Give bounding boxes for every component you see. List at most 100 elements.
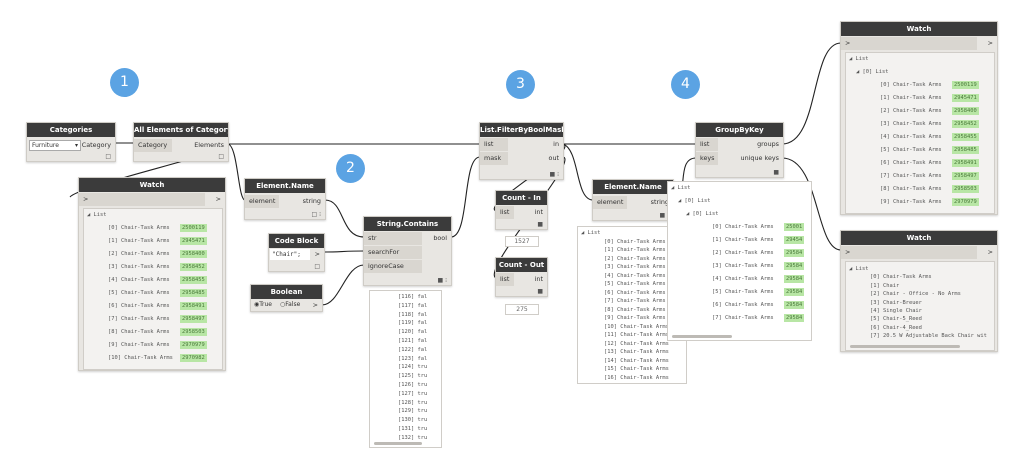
list-item: [6] Chair-4_Reed — [870, 324, 922, 331]
list-item: [7] Chair-Task Arms — [880, 173, 942, 179]
sublist-label: ◢ [0] List — [686, 211, 719, 217]
element-id-badge: 2958497 — [952, 172, 979, 180]
sublist-label: ◢ [0] List — [856, 69, 889, 75]
output-port-int[interactable]: int — [534, 275, 543, 283]
step-badge-2: 2 — [336, 154, 365, 183]
count-out-value: 275 — [505, 304, 539, 315]
element-id-badge: 2958485 — [180, 289, 207, 297]
input-port-list[interactable]: list — [480, 138, 508, 151]
watch-output-list[interactable]: ◢ List[0] Chair-Task Arms[1] Chair[2] Ch… — [845, 261, 995, 351]
wire — [324, 199, 365, 238]
list-item: [11] Chair-Task Arms — [604, 332, 669, 338]
element-id-badge: 2958452 — [180, 263, 207, 271]
input-port-keys[interactable]: keys — [696, 152, 718, 165]
node-title: All Elements of Category — [134, 123, 228, 137]
input-port-list[interactable]: list — [496, 206, 514, 219]
list-item: [5] Chair-Task Arms — [880, 147, 942, 153]
list-item: [7] 20.5 W Adjustable Back Chair wit — [870, 333, 987, 340]
count-out-node[interactable]: Count - Out list int ■ — [495, 257, 548, 297]
element-id-badge: 2958455 — [180, 276, 207, 284]
preview-icon: □ — [218, 153, 224, 160]
code-block-node[interactable]: Code Block "Chair"; > □ — [268, 233, 325, 272]
input-port-searchfor[interactable]: searchFor — [364, 246, 422, 259]
input-port-category[interactable]: Category — [134, 139, 172, 152]
list-item: [4] Chair-Task Arms — [604, 272, 666, 279]
element-id-badge: 29584 — [784, 288, 805, 296]
node-title: Element.Name — [245, 179, 325, 193]
input-port[interactable]: > — [841, 246, 977, 259]
input-port-ignorecase[interactable]: ignoreCase — [364, 260, 422, 273]
code-editor[interactable]: "Chair"; — [270, 249, 310, 260]
watch-node-3[interactable]: Watch > > ◢ List[0] Chair-Task Arms[1] C… — [840, 230, 998, 352]
string-contains-preview[interactable]: [116] fal[117] fal[118] fal[119] fal[120… — [369, 290, 442, 448]
list-item: [125] tru — [398, 373, 428, 380]
output-port[interactable]: > — [987, 39, 993, 47]
group-by-key-node[interactable]: GroupByKey list keys groups unique keys … — [695, 122, 784, 178]
element-name-node-1[interactable]: Element.Name element string □ ⁝ — [244, 178, 326, 220]
list-item: [126] tru — [398, 382, 428, 388]
scrollbar — [374, 442, 422, 445]
input-port-list[interactable]: list — [496, 273, 514, 286]
input-port-str[interactable]: str — [364, 232, 422, 245]
category-dropdown[interactable]: Furniture▾ — [29, 140, 81, 151]
list-item: [5] Chair-Task Arms — [108, 290, 170, 296]
output-port-category[interactable]: Category — [81, 141, 111, 149]
categories-node[interactable]: Categories Furniture▾ Category □ — [26, 122, 116, 162]
input-port-element[interactable]: element — [593, 196, 627, 209]
output-port-elements[interactable]: Elements — [194, 141, 224, 149]
output-port-out[interactable]: out — [548, 154, 559, 162]
node-title: Code Block — [269, 234, 324, 248]
input-port[interactable]: > — [79, 193, 205, 206]
output-port-string[interactable]: string — [302, 197, 321, 205]
list-item: [5] Chair-5_Reed — [870, 316, 922, 323]
element-id-badge: 2958400 — [180, 250, 207, 258]
node-title: Count - Out — [496, 258, 547, 272]
output-port-bool[interactable]: bool — [433, 234, 447, 242]
output-port-groups[interactable]: groups — [757, 140, 779, 148]
output-port[interactable]: > — [215, 195, 221, 203]
output-port[interactable]: > — [312, 301, 318, 309]
list-item: [4] Chair-Task Arms — [880, 134, 942, 140]
group-by-key-preview[interactable]: ◢ List◢ [0] List◢ [0] List[0] Chair-Task… — [667, 181, 812, 341]
count-in-node[interactable]: Count - In list int ■ — [495, 190, 548, 230]
element-id-badge: 2958452 — [952, 120, 979, 128]
all-elements-node[interactable]: All Elements of Category Category Elemen… — [133, 122, 229, 162]
scrollbar — [672, 335, 732, 338]
element-name-node-2[interactable]: Element.Name element string ■ ⁝ — [592, 179, 674, 221]
list-item: [131] tru — [398, 426, 428, 432]
input-port-list[interactable]: list — [696, 138, 718, 151]
input-port[interactable]: > — [841, 37, 977, 50]
output-port[interactable]: > — [987, 248, 993, 256]
radio-true-label: True — [259, 301, 272, 308]
boolean-node[interactable]: Boolean ◉True ○False > — [250, 284, 323, 312]
input-port-mask[interactable]: mask — [480, 152, 508, 165]
radio-true[interactable]: ◉True — [254, 301, 272, 308]
list-item: [0] Chair-Task Arms — [604, 238, 666, 245]
filter-by-bool-mask-node[interactable]: List.FilterByBoolMask list mask in out ■… — [479, 122, 564, 180]
output-port-in[interactable]: in — [553, 140, 559, 148]
output-port[interactable]: > — [314, 250, 320, 258]
element-id-badge: 29584 — [784, 314, 805, 322]
list-item: [8] Chair-Task Arms — [604, 306, 666, 313]
scrollbar — [850, 345, 960, 348]
string-contains-node[interactable]: String.Contains str searchFor ignoreCase… — [363, 216, 452, 286]
list-item: [129] tru — [398, 408, 428, 415]
list-item: [12] Chair-Task Arms — [604, 340, 669, 347]
radio-false[interactable]: ○False — [280, 301, 300, 308]
output-port-unique-keys[interactable]: unique keys — [740, 154, 779, 162]
output-port-int[interactable]: int — [534, 208, 543, 216]
watch-node-2[interactable]: Watch > > ◢ List◢ [0] List[0] Chair-Task… — [840, 21, 998, 215]
element-id-badge: 2945471 — [952, 94, 979, 102]
input-port-element[interactable]: element — [245, 195, 279, 208]
element-id-badge: 2500119 — [180, 224, 207, 232]
element-id-badge: 29584 — [784, 275, 805, 283]
list-item: [119] fal — [398, 320, 428, 327]
list-item: [130] tru — [398, 417, 428, 424]
list-item: [122] fal — [398, 346, 428, 353]
list-item: [0] Chair-Task Arms — [880, 82, 942, 88]
list-item: [4] Single Chair — [870, 308, 922, 314]
output-port-string[interactable]: string — [650, 198, 669, 206]
